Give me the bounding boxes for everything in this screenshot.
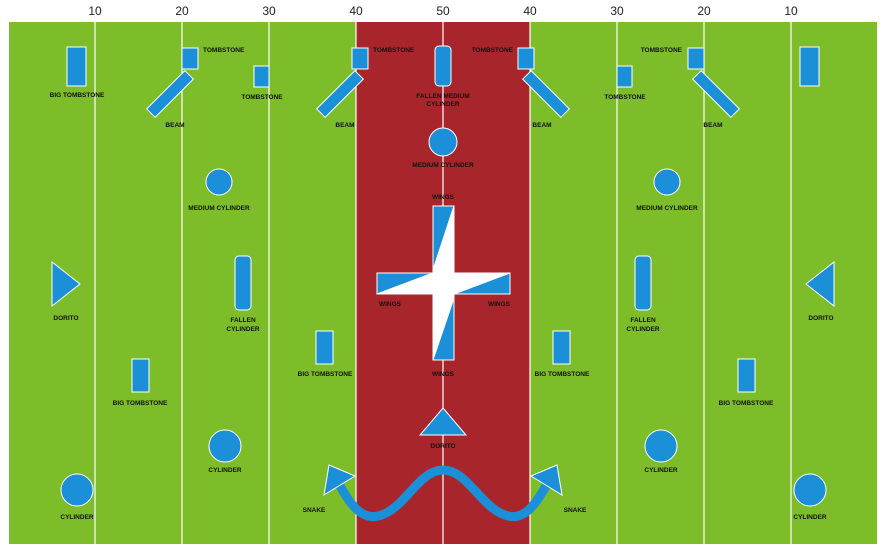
fallen-cylinder-label: FALLEN <box>230 317 256 324</box>
snake-arrow-right <box>529 464 563 496</box>
beam-obstacle <box>315 69 365 119</box>
tombstone-obstacle <box>616 65 633 88</box>
fallen-medium-cylinder-label: CYLINDER <box>426 101 460 108</box>
snake-label: SNAKE <box>564 507 587 514</box>
tombstone-obstacle <box>181 47 199 70</box>
snake-obstacle <box>333 465 553 522</box>
big-tombstone-obstacle <box>737 358 756 393</box>
yard-numbers: 10 20 30 40 50 40 30 20 10 <box>88 4 798 18</box>
medium-cylinder-label: MEDIUM CYLINDER <box>412 162 474 169</box>
dorito-obstacle <box>51 260 81 308</box>
medium-cylinder-label: MEDIUM CYLINDER <box>636 205 698 212</box>
medium-cylinder-obstacle <box>653 168 681 196</box>
tombstone-label: TOMBSTONE <box>203 47 245 54</box>
dorito-label: DORITO <box>53 315 78 322</box>
tombstone-label: TOMBSTONE <box>241 94 283 101</box>
beam-label: BEAM <box>703 122 722 129</box>
cylinder-label: CYLINDER <box>60 514 94 521</box>
cylinder-obstacle <box>60 473 94 507</box>
cylinder-obstacle <box>208 429 242 463</box>
fallen-cylinder-label: CYLINDER <box>226 326 260 333</box>
dorito-obstacle <box>805 260 835 308</box>
yard-number: 10 <box>784 4 798 18</box>
medium-cylinder-obstacle <box>428 127 458 157</box>
fallen-cylinder-obstacle <box>634 255 652 311</box>
yard-number: 50 <box>436 4 450 18</box>
big-tombstone-label: BIG TOMBSTONE <box>113 400 168 407</box>
big-tombstone-obstacle <box>552 330 571 365</box>
cylinder-obstacle <box>644 429 678 463</box>
beam-obstacle <box>521 69 571 119</box>
wings-label: WINGS <box>379 301 402 308</box>
big-tombstone-obstacle <box>799 46 820 87</box>
yard-lines <box>94 22 792 544</box>
tombstone-label: TOMBSTONE <box>604 94 646 101</box>
fallen-medium-cylinder-obstacle <box>434 45 452 87</box>
tombstone-obstacle <box>687 47 705 70</box>
yard-number: 30 <box>610 4 624 18</box>
beam-label: BEAM <box>532 122 551 129</box>
cylinder-label: CYLINDER <box>793 514 827 521</box>
big-tombstone-label: BIG TOMBSTONE <box>298 371 353 378</box>
big-tombstone-label: BIG TOMBSTONE <box>719 400 774 407</box>
yard-number: 10 <box>88 4 102 18</box>
tombstone-obstacle <box>517 47 535 70</box>
yard-number: 40 <box>349 4 363 18</box>
yard-number: 20 <box>175 4 189 18</box>
fallen-cylinder-label: CYLINDER <box>626 326 660 333</box>
tombstone-label: TOMBSTONE <box>641 47 683 54</box>
tombstone-obstacle <box>253 65 270 88</box>
fallen-cylinder-label: FALLEN <box>630 317 656 324</box>
dorito-label: DORITO <box>430 443 455 450</box>
wing-center <box>432 269 455 299</box>
big-tombstone-obstacle <box>131 358 150 393</box>
beam-obstacle <box>145 69 195 119</box>
tombstone-obstacle <box>351 47 369 70</box>
beam-label: BEAM <box>335 122 354 129</box>
fallen-medium-cylinder-label: FALLEN MEDIUM <box>416 93 469 100</box>
tombstone-label: TOMBSTONE <box>373 47 415 54</box>
big-tombstone-obstacle <box>66 46 87 87</box>
beam-label: BEAM <box>165 122 184 129</box>
wings-label: WINGS <box>432 371 455 378</box>
big-tombstone-label: BIG TOMBSTONE <box>50 92 105 99</box>
yard-number: 20 <box>697 4 711 18</box>
cylinder-label: CYLINDER <box>644 467 678 474</box>
wings-label: WINGS <box>488 301 511 308</box>
dorito-obstacle <box>418 407 468 436</box>
wings-obstacle <box>376 205 511 361</box>
cylinder-obstacle <box>793 473 827 507</box>
dorito-label: DORITO <box>808 315 833 322</box>
fallen-cylinder-obstacle <box>234 255 252 311</box>
wing-bottom-blue <box>432 297 455 361</box>
big-tombstone-obstacle <box>315 330 334 365</box>
wing-right-blue <box>453 272 511 295</box>
wings-label: WINGS <box>432 194 455 201</box>
medium-cylinder-obstacle <box>205 168 233 196</box>
big-tombstone-label: BIG TOMBSTONE <box>535 371 590 378</box>
snake-label: SNAKE <box>303 507 326 514</box>
yard-number: 30 <box>262 4 276 18</box>
tombstone-label: TOMBSTONE <box>472 47 514 54</box>
cylinder-label: CYLINDER <box>208 467 242 474</box>
yard-number: 40 <box>523 4 537 18</box>
snake-arrow-left <box>323 464 357 496</box>
medium-cylinder-label: MEDIUM CYLINDER <box>188 205 250 212</box>
beam-obstacle <box>691 69 741 119</box>
